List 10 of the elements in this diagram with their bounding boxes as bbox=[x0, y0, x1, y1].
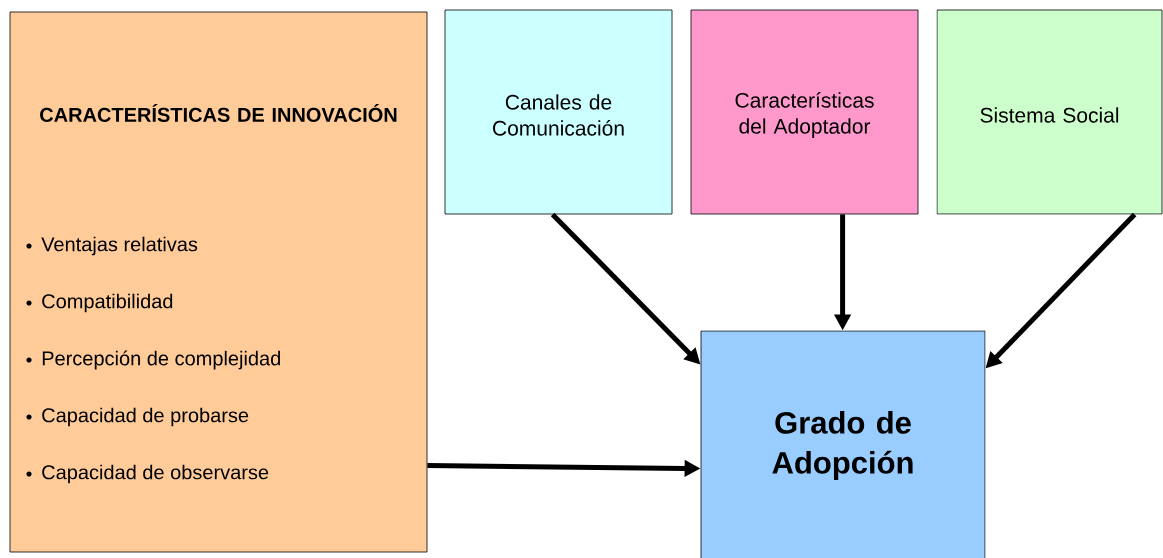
panel-heading: CARACTERÍSTICAS DE INNOVACIÓN bbox=[40, 104, 397, 122]
result-box: Grado de Adopción bbox=[700, 330, 986, 558]
bullet-item: Capacidad de observarse bbox=[26, 464, 269, 484]
factor-box: Canales de Comunicación bbox=[444, 9, 673, 215]
bullet-item: Compatibilidad bbox=[26, 293, 173, 313]
bullet-item: Percepción de complejidad bbox=[26, 350, 280, 370]
bullet-item: Capacidad de probarse bbox=[26, 407, 249, 427]
factor-box: Características del Adoptador bbox=[690, 9, 919, 215]
factor-box: Sistema Social bbox=[936, 9, 1163, 215]
bullet-item: Ventajas relativas bbox=[26, 236, 198, 256]
